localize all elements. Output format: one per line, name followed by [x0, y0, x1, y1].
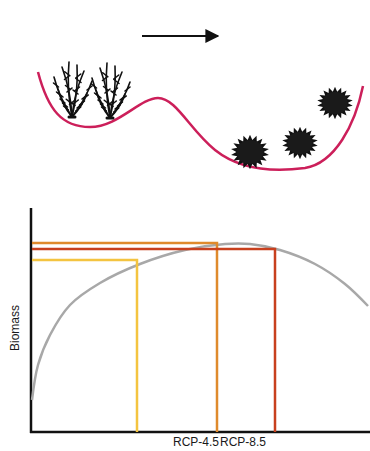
axis-title: Biomass [9, 305, 21, 351]
stability-landscape [38, 72, 363, 170]
scenario-label: RCP-8.5 [220, 436, 266, 448]
baseline-line [32, 260, 137, 432]
rcp85-line [32, 249, 275, 432]
biomass-curve [32, 243, 368, 400]
rcp45-line [32, 243, 217, 432]
urchin-icon [231, 87, 353, 169]
scenario-label: RCP-4.5 [173, 436, 219, 448]
kelp-icon [54, 62, 131, 118]
x-axis [30, 431, 370, 434]
shift-arrow [142, 35, 218, 37]
